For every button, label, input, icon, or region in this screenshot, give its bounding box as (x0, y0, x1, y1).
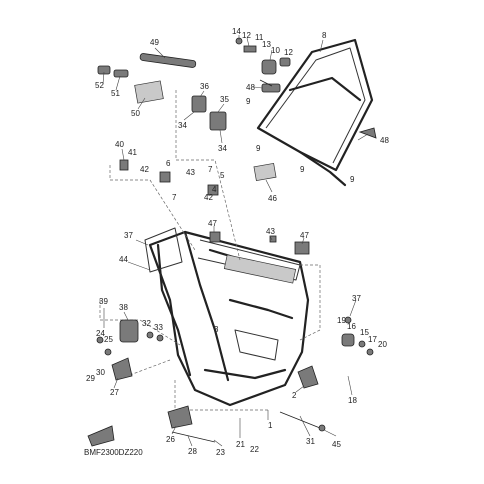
callout-10: 10 (271, 46, 280, 55)
callout-43a: 43 (186, 168, 195, 177)
callout-labels: 1 2 3 4 5 6 7 7 8 9 9 9 9 10 11 12 12 13… (84, 27, 389, 457)
callout-4: 4 (212, 185, 217, 194)
callout-5: 5 (220, 171, 225, 180)
callout-16: 16 (347, 322, 356, 331)
callout-47a: 47 (208, 219, 217, 228)
callout-7a: 7 (208, 165, 213, 174)
callout-37a: 37 (124, 231, 133, 240)
callout-17: 17 (368, 335, 377, 344)
callout-49: 49 (150, 38, 159, 47)
callout-15: 15 (360, 328, 369, 337)
callout-39: 39 (99, 297, 108, 306)
callout-30: 30 (96, 368, 105, 377)
callout-36: 36 (200, 82, 209, 91)
callout-50: 50 (131, 109, 140, 118)
callout-34a: 34 (178, 121, 187, 130)
callout-24: 24 (96, 329, 105, 338)
callout-7b: 7 (172, 193, 177, 202)
callout-48b: 48 (380, 136, 389, 145)
callout-27: 27 (110, 388, 119, 397)
callout-2: 2 (292, 391, 297, 400)
callout-48a: 48 (246, 83, 255, 92)
callout-37b: 37 (352, 294, 361, 303)
callout-3: 3 (214, 325, 219, 334)
callout-45: 45 (332, 440, 341, 449)
leader-lines (102, 35, 369, 447)
callout-11: 11 (255, 33, 264, 42)
callout-12b: 12 (284, 48, 293, 57)
callout-18: 18 (348, 396, 357, 405)
callout-28: 28 (188, 447, 197, 456)
assembly-outlines (99, 90, 321, 415)
callout-33: 33 (154, 323, 163, 332)
callout-44: 44 (119, 255, 128, 264)
callout-1: 1 (268, 421, 273, 430)
callout-46: 46 (268, 194, 277, 203)
callout-52: 52 (95, 81, 104, 90)
callout-35: 35 (220, 95, 229, 104)
callout-34b: 34 (218, 144, 227, 153)
callout-25: 25 (104, 335, 113, 344)
callout-41: 41 (128, 148, 137, 157)
callout-42b: 42 (204, 193, 213, 202)
callout-13: 13 (262, 40, 271, 49)
callout-42a: 42 (140, 165, 149, 174)
callout-14: 14 (232, 27, 241, 36)
callout-31: 31 (306, 437, 315, 446)
callout-43b: 43 (266, 227, 275, 236)
callout-9b: 9 (256, 144, 261, 153)
callout-9c: 9 (300, 165, 305, 174)
callout-9a: 9 (246, 97, 251, 106)
callout-51: 51 (111, 89, 120, 98)
small-parts (87, 37, 377, 447)
callout-29: 29 (86, 374, 95, 383)
callout-40: 40 (115, 140, 124, 149)
callout-12a: 12 (242, 31, 251, 40)
callout-38: 38 (119, 303, 128, 312)
callout-20: 20 (378, 340, 387, 349)
callout-22: 22 (250, 445, 259, 454)
rear-subframe (256, 38, 374, 187)
callout-19: 19 (337, 316, 346, 325)
callout-32: 32 (142, 319, 151, 328)
diagram-code: BMF2300DZ220 (84, 448, 143, 457)
callout-21: 21 (236, 440, 245, 449)
callout-23: 23 (216, 448, 225, 457)
main-frame (144, 227, 310, 407)
callout-6: 6 (166, 159, 171, 168)
callout-9d: 9 (350, 175, 355, 184)
callout-8: 8 (322, 31, 327, 40)
callout-26: 26 (166, 435, 175, 444)
callout-47b: 47 (300, 231, 309, 240)
